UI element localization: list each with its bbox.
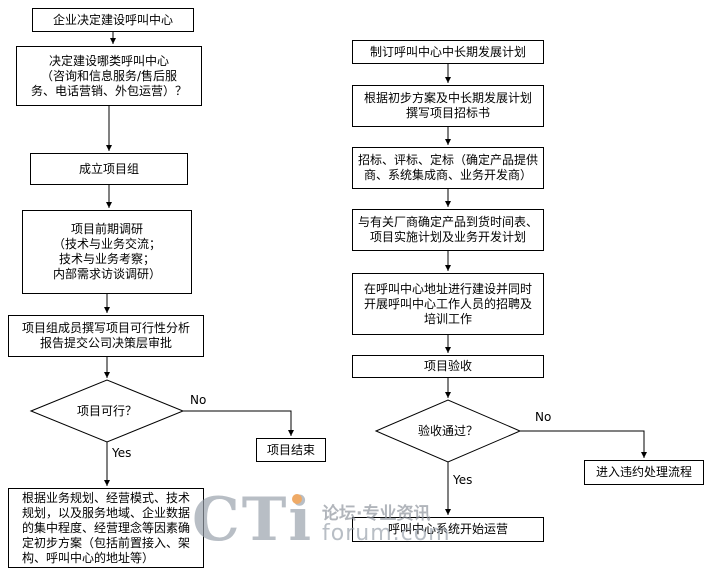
edge-label-yes-right: Yes [453,473,473,487]
step-breach-process: 进入违约处理流程 [584,460,704,485]
step-choose-type: 决定建设哪类呼叫中心 （咨询和信息服务/售后服 务、电话营销、外包运营）？ [16,46,202,106]
arrow-no-right [520,430,647,458]
step-longterm-plan: 制订呼叫中心中长期发展计划 [352,40,544,64]
decision-feasible-label: 项目可行？ [76,404,137,418]
step-operation: 呼叫中心系统开始运营 [352,517,544,542]
step-vendor-schedule: 与有关厂商确定产品到货时间表、 项目实施计划及业务开发计划 [352,209,544,251]
decision-acceptance-label: 验收通过？ [417,424,478,438]
edge-label-no-left: No [190,393,207,407]
edge-label-no-right: No [535,410,552,424]
step-preliminary-research: 项目前期调研 （技术与业务交流； 技术与业务考察； 内部需求访谈调研） [22,210,192,294]
edge-label-yes-left: Yes [112,446,132,460]
step-initial-plan: 根据业务规划、经营模式、技术 规划，以及服务地域、企业数据 的集中程度、经营理念… [8,488,204,568]
step-project-end: 项目结束 [256,438,326,462]
decision-diamond-feasible [29,379,185,443]
step-form-team: 成立项目组 [30,153,188,185]
step-tender-document: 根据初步方案及中长期发展计划 撰写项目招标书 [352,85,544,127]
decision-diamond-acceptance [374,399,522,463]
step-bidding: 招标、评标、定标（确定产品提供 商、系统集成商、业务开发商） [352,147,544,189]
step-start: 企业决定建设呼叫中心 [32,8,194,32]
step-construction-recruiting: 在呼叫中心地址进行建设并同时 开展呼叫中心工作人员的招聘及 培训工作 [352,273,544,335]
arrow-no-left [183,410,294,436]
step-feasibility-report: 项目组成员撰写项目可行性分析 报告提交公司决策层审批 [8,315,204,357]
step-acceptance: 项目验收 [352,355,544,378]
